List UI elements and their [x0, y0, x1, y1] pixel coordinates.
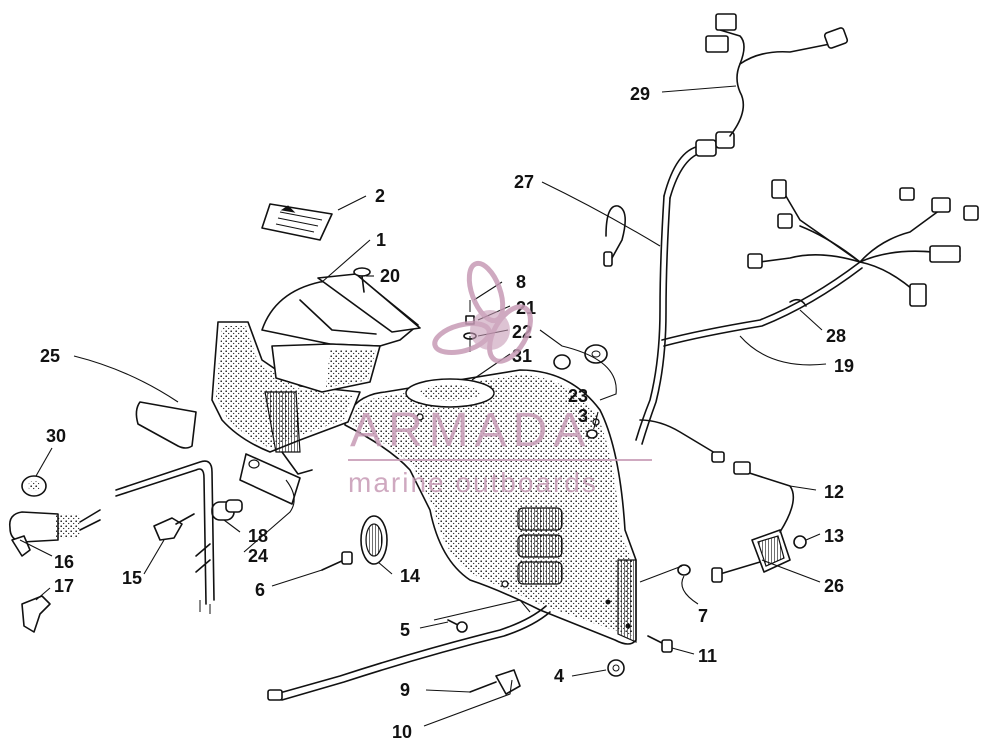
label-23: 23 — [568, 386, 588, 406]
label-5: 5 — [400, 620, 410, 640]
watermark-brand: ARMADA — [350, 404, 591, 457]
nut-4 — [607, 659, 625, 677]
label-19: 19 — [834, 356, 854, 376]
upper-cover — [261, 273, 421, 393]
label-4: 4 — [554, 666, 564, 686]
leader-lines — [19, 85, 827, 727]
label-30: 30 — [46, 426, 66, 446]
emblem-plate — [135, 401, 197, 449]
label-1: 1 — [376, 230, 386, 250]
nut-13 — [793, 535, 807, 549]
label-29: 29 — [630, 84, 650, 104]
ring-3 — [586, 429, 598, 439]
label-7: 7 — [698, 606, 708, 626]
ignition-key — [153, 513, 195, 541]
clip — [21, 595, 51, 633]
label-11: 11 — [698, 646, 717, 666]
screw-5 — [447, 619, 468, 633]
screw-11 — [647, 635, 673, 653]
fastener-20 — [353, 267, 371, 293]
watermark-tagline: marine outboards — [348, 467, 598, 498]
nut-23 — [553, 344, 608, 370]
label-10: 10 — [392, 722, 412, 742]
mounting-plate — [239, 453, 301, 505]
wiring-harness — [635, 13, 979, 463]
label-26: 26 — [824, 576, 844, 596]
label-3: 3 — [578, 406, 588, 426]
watermark: ARMADA marine outboards — [348, 260, 652, 498]
label-16: 16 — [54, 552, 74, 572]
bottom-cowl-panel — [344, 369, 637, 645]
propeller-logo-icon — [432, 260, 533, 364]
clip-27 — [603, 205, 626, 267]
decal-plate — [261, 203, 333, 241]
vent-slots — [517, 507, 563, 585]
ring-nut — [21, 475, 47, 497]
label-18: 18 — [248, 526, 268, 546]
switch-knob — [211, 499, 243, 521]
ignition-switch — [8, 509, 101, 557]
label-20: 20 — [380, 266, 400, 286]
label-17: 17 — [54, 576, 74, 596]
label-12: 12 — [824, 482, 844, 502]
label-25: 25 — [40, 346, 60, 366]
label-15: 15 — [122, 568, 142, 588]
label-9: 9 — [400, 680, 410, 700]
label-24: 24 — [248, 546, 268, 566]
washer-7 — [677, 564, 691, 576]
label-8: 8 — [516, 272, 526, 292]
control-cables — [115, 460, 215, 614]
bolt-26 — [711, 561, 761, 583]
label-2: 2 — [375, 186, 385, 206]
bolt-6 — [321, 551, 353, 571]
label-6: 6 — [255, 580, 265, 600]
battery-cable — [267, 605, 551, 701]
rectifier-unit — [733, 461, 795, 573]
label-27: 27 — [514, 172, 534, 192]
label-14: 14 — [400, 566, 420, 586]
label-28: 28 — [826, 326, 846, 346]
side-panel-left — [211, 321, 361, 475]
grommet — [360, 515, 388, 565]
part-labels: 2 1 20 8 21 22 31 23 3 25 30 16 17 15 18… — [40, 84, 854, 742]
label-13: 13 — [824, 526, 844, 546]
